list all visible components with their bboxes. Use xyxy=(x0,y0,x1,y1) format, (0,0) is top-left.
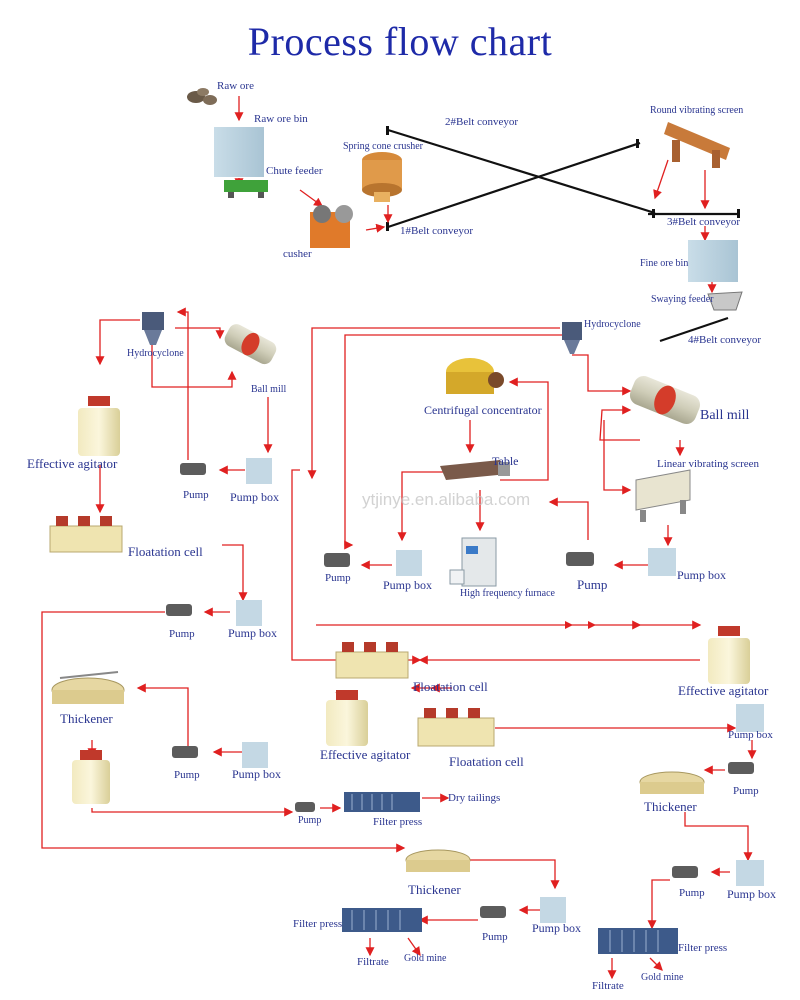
label-pump-box-h: Pump box xyxy=(727,887,777,901)
label-pump-i: Pump xyxy=(482,931,508,943)
label-gold-mine-left: Gold mine xyxy=(404,953,447,964)
pump-box-icon xyxy=(236,458,764,923)
label-pump-box-e: Pump box xyxy=(383,578,433,592)
page-title: Process flow chart xyxy=(247,19,553,64)
label-thickener-right: Thickener xyxy=(644,799,697,814)
label-gold-mine-right: Gold mine xyxy=(641,972,684,983)
label-cusher: cusher xyxy=(283,248,312,260)
fine-ore-bin-icon xyxy=(688,240,738,282)
raw-ore-bin-icon xyxy=(214,127,264,177)
label-pump-a: Pump xyxy=(183,489,209,501)
swaying-feeder-icon xyxy=(707,291,743,311)
label-filter-press-mid: Filter press xyxy=(373,816,423,828)
belt-4-line xyxy=(659,316,729,343)
centrifugal-concentrator-icon xyxy=(446,358,504,394)
belt-conveyors xyxy=(387,128,740,343)
label-raw-ore-bin: Raw ore bin xyxy=(254,113,308,125)
red-flow-arrows xyxy=(41,96,757,980)
label-high-frequency-furnace: High frequency furnace xyxy=(460,588,555,599)
label-pump-b: Pump xyxy=(169,628,195,640)
label-filter-press-bottom: Filter press xyxy=(293,918,343,930)
label-belt-2: 2#Belt conveyor xyxy=(445,116,519,128)
label-filtrate-left: Filtrate xyxy=(357,956,389,968)
label-belt-1: 1#Belt conveyor xyxy=(400,225,474,237)
label-filter-press-right: Filter press xyxy=(678,942,728,954)
label-ball-mill-left: Ball mill xyxy=(251,384,287,395)
label-effective-agitator-left: Effective agitator xyxy=(27,456,118,471)
ball-mill-icon xyxy=(224,324,701,425)
high-frequency-furnace-icon xyxy=(449,537,497,587)
label-ball-mill-right: Ball mill xyxy=(700,408,750,423)
round-vibrating-screen-icon xyxy=(664,122,730,168)
label-effective-agitator-right: Effective agitator xyxy=(678,683,769,698)
label-thickener-left: Thickener xyxy=(60,711,113,726)
agitator-icon xyxy=(72,396,750,804)
label-filtrate-right: Filtrate xyxy=(592,980,624,992)
label-pump-box-f: Pump box xyxy=(677,568,727,582)
label-raw-ore: Raw ore xyxy=(217,80,254,92)
cone-crusher-icon xyxy=(362,152,402,202)
label-pump-c: Pump xyxy=(174,769,200,781)
label-pump-box-c: Pump box xyxy=(232,767,282,781)
label-pump-f: Pump xyxy=(577,577,608,592)
label-pump-g: Pump xyxy=(733,785,759,797)
label-centrifugal-concentrator: Centrifugal concentrator xyxy=(424,403,542,417)
label-belt-3: 3#Belt conveyor xyxy=(667,216,741,228)
label-belt-4: 4#Belt conveyor xyxy=(688,334,762,346)
label-floatation-cell-center2: Floatation cell xyxy=(449,754,524,769)
label-pump-e: Pump xyxy=(325,572,351,584)
label-fine-ore-bin: Fine ore bin xyxy=(640,258,689,269)
belt-2-line xyxy=(387,128,656,215)
label-pump-box-g: Pump box xyxy=(728,729,773,741)
label-hydrocyclone-left: Hydrocyclone xyxy=(127,348,184,359)
raw-ore-icon xyxy=(187,88,217,105)
jaw-crusher-icon xyxy=(310,205,353,248)
label-spring-cone-crusher: Spring cone crusher xyxy=(343,141,423,152)
filter-press-icon xyxy=(342,792,678,954)
flotation-cell-icon xyxy=(49,516,495,747)
label-pump-box-a: Pump box xyxy=(230,490,280,504)
label-pump-box-b: Pump box xyxy=(228,626,278,640)
chute-feeder-icon xyxy=(224,180,268,198)
label-round-vibrating-screen: Round vibrating screen xyxy=(650,105,744,116)
label-floatation-cell-left: Floatation cell xyxy=(128,544,203,559)
linear-vibrating-screen-icon xyxy=(635,469,691,522)
label-floatation-cell-center: Floatation cell xyxy=(413,679,488,694)
label-pump-h: Pump xyxy=(679,887,705,899)
label-effective-agitator-center: Effective agitator xyxy=(320,747,411,762)
label-linear-vibrating-screen: Linear vibrating screen xyxy=(657,458,760,470)
hydrocyclone-icon xyxy=(142,312,582,354)
thickener-icon xyxy=(51,671,705,872)
label-thickener-bottom: Thickener xyxy=(408,882,461,897)
shaking-table-icon xyxy=(440,460,510,480)
pump-icon xyxy=(166,463,754,918)
label-table: Table xyxy=(492,454,519,468)
label-chute-feeder: Chute feeder xyxy=(266,165,323,177)
label-pump-d: Pump xyxy=(298,815,322,826)
label-dry-tailings: Dry tailings xyxy=(448,792,501,804)
belt-1-line xyxy=(387,141,641,229)
label-hydrocyclone-center: Hydrocyclone xyxy=(584,319,641,330)
label-pump-box-i: Pump box xyxy=(532,921,582,935)
label-swaying-feeder: Swaying feeder xyxy=(651,294,714,305)
